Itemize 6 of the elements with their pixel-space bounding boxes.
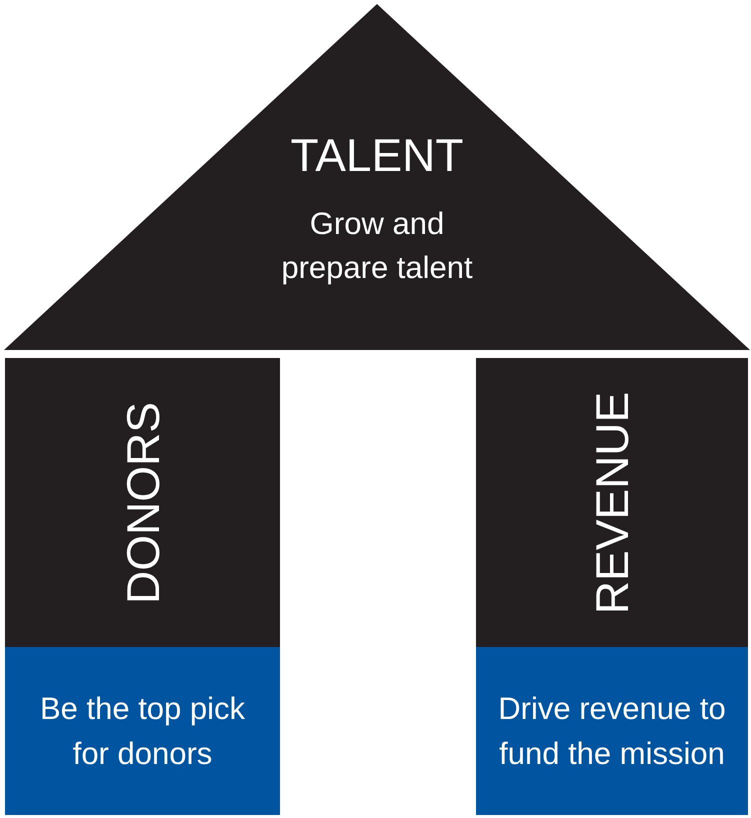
pillar-text: Be the top pick for donors bbox=[38, 690, 246, 773]
pillar-label: DONORS bbox=[118, 402, 168, 604]
roof-title: TALENT bbox=[290, 128, 464, 182]
pillar-label: REVENUE bbox=[587, 391, 637, 614]
pillar-text: Drive revenue to fund the mission bbox=[497, 690, 727, 773]
roof-text: Grow and prepare talent bbox=[280, 205, 474, 287]
